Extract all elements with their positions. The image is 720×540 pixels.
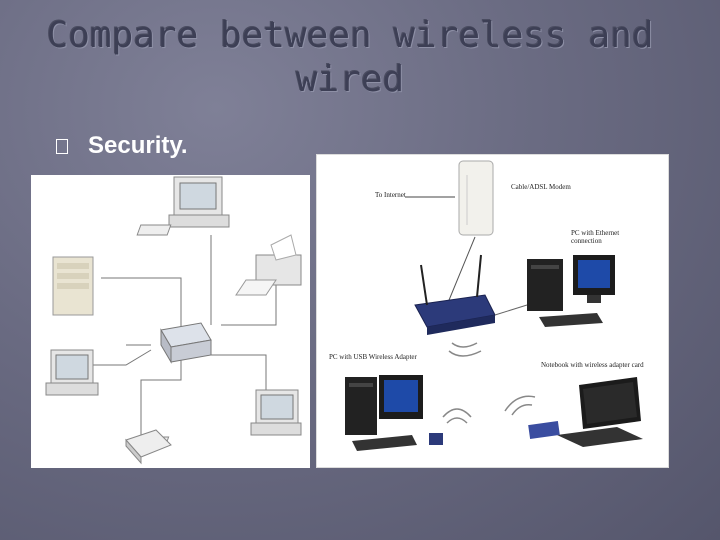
desktop-tower-icon — [345, 377, 377, 435]
bullet-text: Security. — [88, 132, 188, 159]
wireless-network-diagram: To Internet Cable/ADSL Modem PC with Eth… — [316, 154, 669, 468]
printer-icon — [235, 234, 302, 296]
slide-title: Compare between wireless and wired — [46, 15, 654, 100]
modem-icon — [458, 160, 494, 236]
notebook-label: Notebook with wireless adapter card — [541, 361, 644, 369]
internet-label: To Internet — [375, 191, 406, 199]
wireless-network-illustration — [345, 160, 643, 451]
usb-adapter-icon — [429, 433, 443, 445]
adapter-card-icon — [528, 420, 560, 440]
wireless-signal-icon — [442, 408, 472, 424]
pc-icon — [45, 349, 99, 396]
bullet-box-icon — [56, 138, 68, 154]
server-icon — [52, 256, 94, 316]
router-icon — [414, 254, 496, 335]
wired-network-illustration — [45, 176, 302, 465]
wireless-signal-icon — [504, 395, 536, 416]
wireless-signal-icon — [448, 342, 482, 357]
pc-ethernet-label: PC with Ethernet connection — [571, 229, 620, 245]
modem-label: Cable/ADSL Modem — [511, 183, 571, 191]
monitor-icon — [573, 255, 615, 303]
desktop-tower-icon — [527, 259, 563, 311]
switch-icon — [160, 322, 212, 364]
notebook-icon — [557, 377, 643, 447]
wired-network-diagram — [31, 175, 310, 468]
pc-usb-label: PC with USB Wireless Adapter — [329, 353, 417, 361]
monitor-icon — [379, 375, 423, 419]
bullet-item: Security. — [56, 132, 188, 160]
scanner-icon — [125, 429, 172, 465]
pc-icon — [136, 176, 230, 236]
